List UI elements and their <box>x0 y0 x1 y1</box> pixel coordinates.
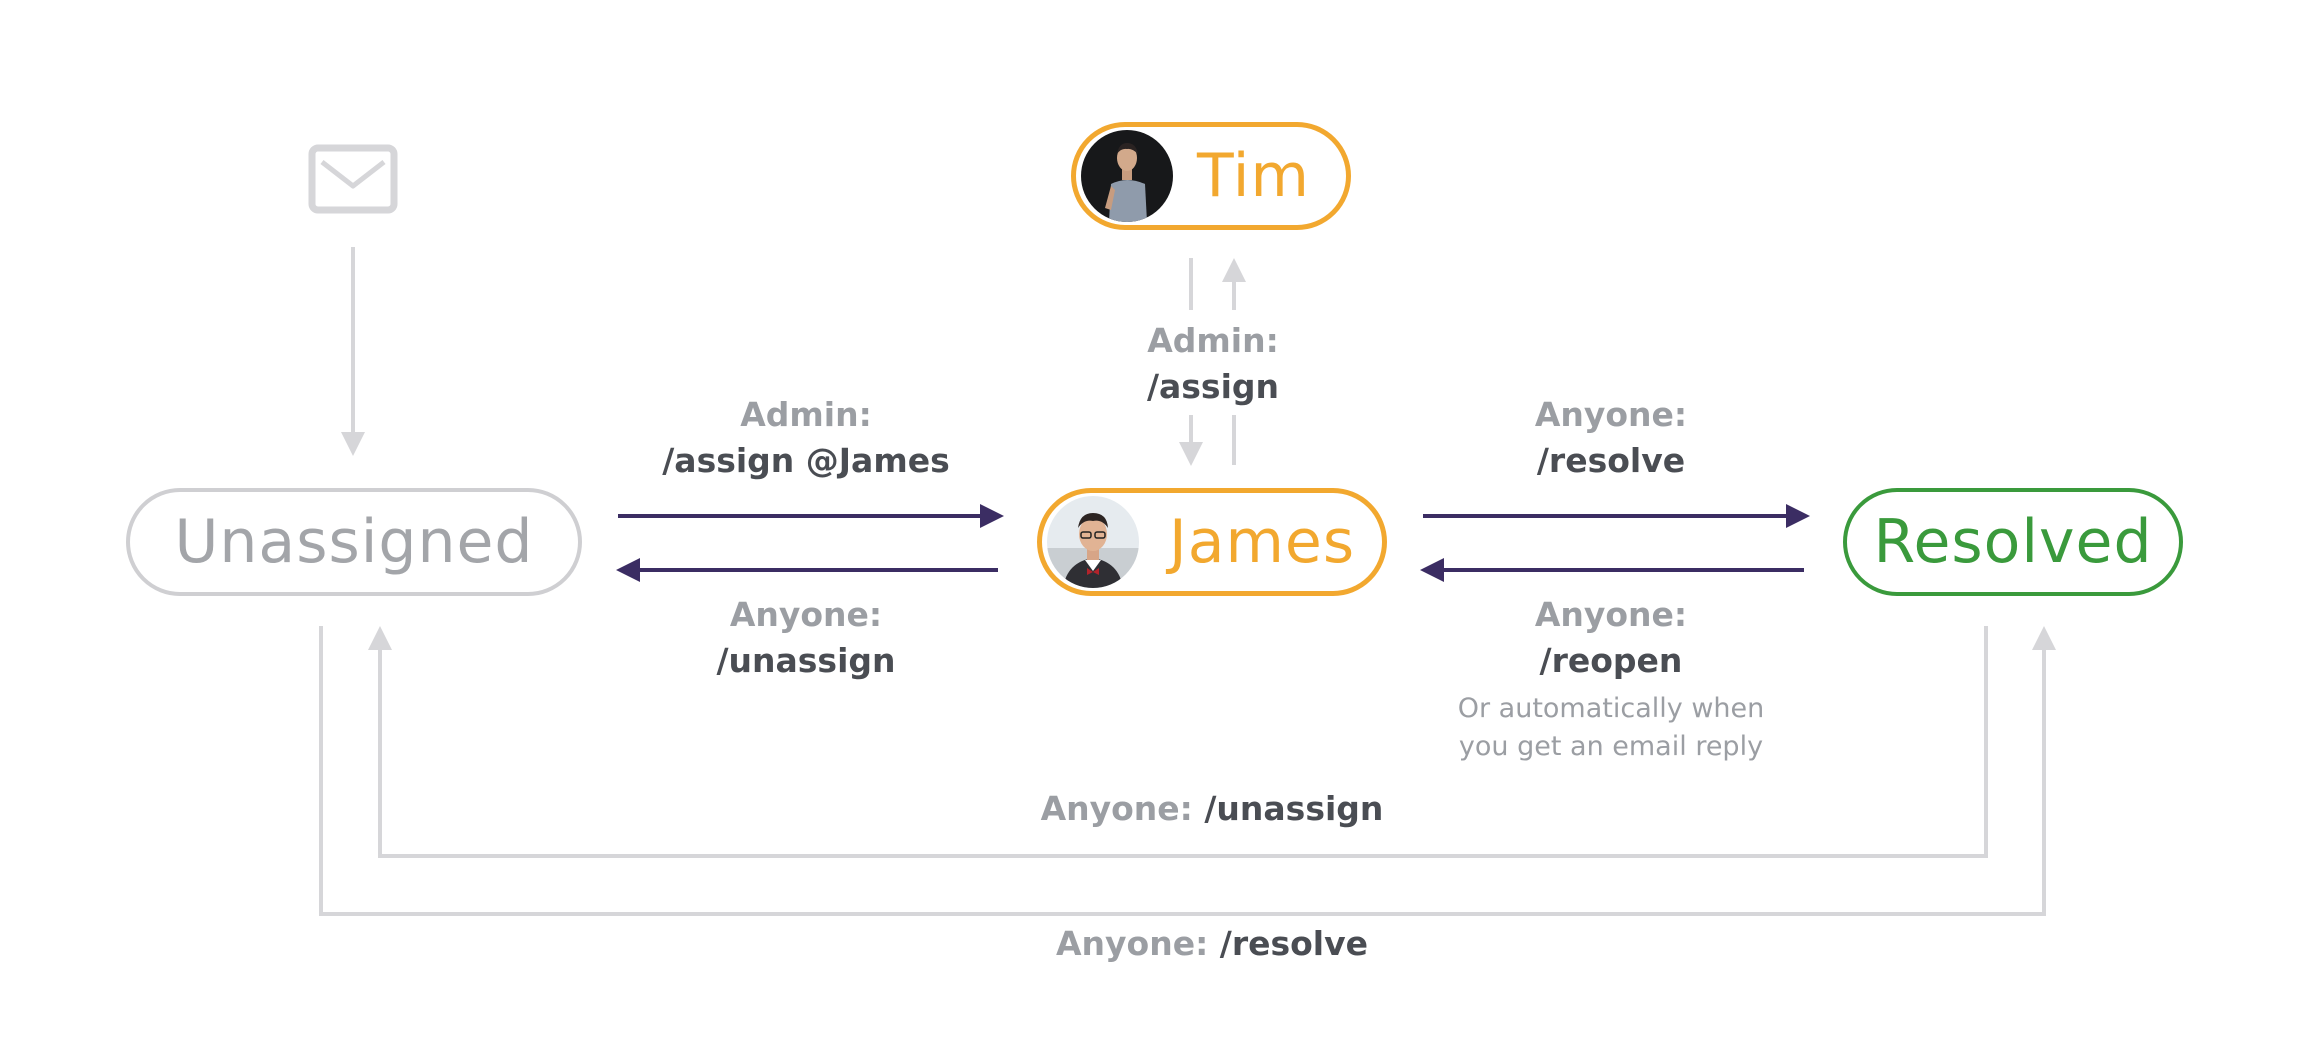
label-role: Anyone: <box>1534 595 1688 634</box>
label-role: Admin: <box>740 395 872 434</box>
node-resolved: Resolved <box>1843 488 2183 596</box>
node-tim-label: Tim <box>1197 141 1310 211</box>
label-command: /assign <box>1146 367 1280 406</box>
label-bottom-unassign: Anyone: /unassign <box>912 786 1512 838</box>
label-command: /resolve <box>1219 924 1368 963</box>
label-note-line-2: you get an email reply <box>1458 731 1764 762</box>
label-command: /unassign <box>716 641 896 680</box>
arrow-unassigned-to-resolved <box>319 626 2056 916</box>
label-admin-assign-tim: Admin: /assign <box>1063 318 1363 410</box>
avatar-tim <box>1081 130 1173 222</box>
label-role: Anyone: <box>1055 924 1220 963</box>
label-bottom-resolve: Anyone: /resolve <box>912 921 1512 973</box>
label-command: /assign @James <box>662 441 950 480</box>
node-resolved-label: Resolved <box>1873 507 2153 577</box>
avatar-james <box>1047 496 1139 588</box>
node-tim: Tim <box>1071 122 1351 230</box>
envelope-icon <box>308 144 398 214</box>
node-unassigned-label: Unassigned <box>174 507 534 577</box>
label-anyone-resolve: Anyone: /resolve <box>1461 392 1761 484</box>
label-command: /unassign <box>1204 789 1384 828</box>
label-role: Admin: <box>1147 321 1279 360</box>
label-admin-assign-james: Admin: /assign @James <box>606 392 1006 484</box>
label-note-line-1: Or automatically when <box>1457 693 1765 724</box>
label-command: /reopen <box>1539 641 1683 680</box>
node-james-label: James <box>1169 507 1356 577</box>
label-role: Anyone: <box>729 595 883 634</box>
label-command: /resolve <box>1536 441 1686 480</box>
label-role: Anyone: <box>1040 789 1205 828</box>
label-role: Anyone: <box>1534 395 1688 434</box>
node-james: James <box>1037 488 1387 596</box>
label-anyone-unassign: Anyone: /unassign <box>656 592 956 684</box>
arrow-resolved-to-unassigned <box>368 626 1988 858</box>
node-unassigned: Unassigned <box>126 488 582 596</box>
label-anyone-reopen: Anyone: /reopen Or automatically when yo… <box>1411 592 1811 766</box>
